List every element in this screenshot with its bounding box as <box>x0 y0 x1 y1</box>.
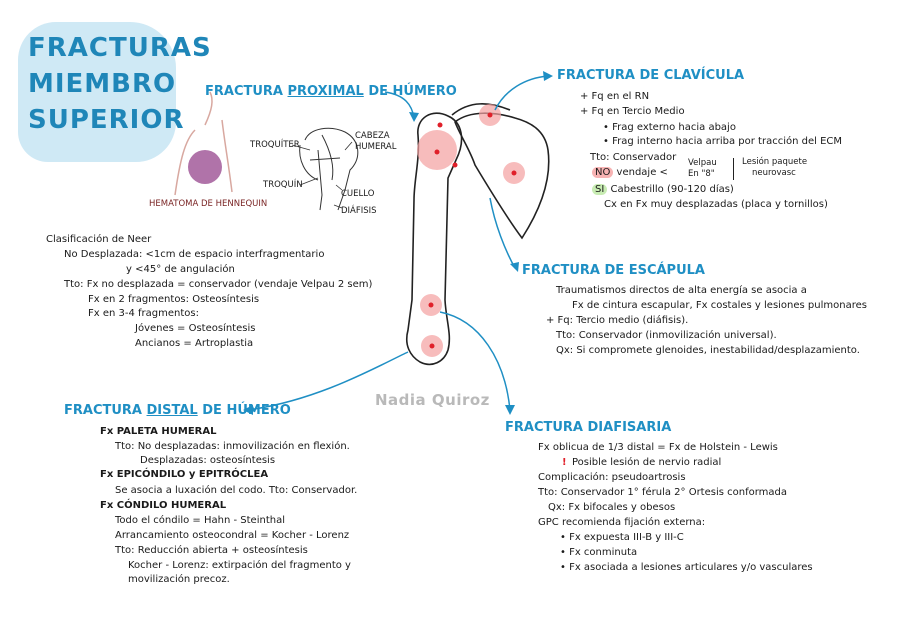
author-watermark: Nadia Quiroz <box>375 391 490 409</box>
distal-line: Desplazadas: osteosíntesis <box>140 453 275 468</box>
hematoma-label: HEMATOMA DE HENNEQUIN <box>149 198 267 210</box>
connector-arrows <box>248 76 548 410</box>
en8-text: En "8" <box>688 168 715 180</box>
clavicula-no-row: NO vendaje < <box>592 165 668 180</box>
label-diafisis: DIÁFISIS <box>341 205 377 217</box>
warning-icon: ! <box>562 455 567 470</box>
paleta-heading: Fx PALETA HUMERAL <box>100 424 216 439</box>
label-troquiter: TROQUÍTER <box>250 139 300 151</box>
lesion-text: neurovasc <box>752 167 796 179</box>
diafisaria-line: Fx oblicua de 1/3 distal = Fx de Holstei… <box>538 440 778 455</box>
escapula-line: + Fq: Tercio medio (diáfisis). <box>546 313 688 328</box>
distal-line: Se asocia a luxación del codo. Tto: Cons… <box>115 483 357 498</box>
arrow-heads <box>243 71 553 415</box>
si-highlight: SI <box>592 184 607 195</box>
vendaje-text: vendaje <box>617 167 657 178</box>
hematoma-spot <box>188 150 222 184</box>
proximal-line: No Desplazada: <1cm de espacio interfrag… <box>64 247 324 262</box>
clavicula-line: • Frag externo hacia abajo <box>603 120 736 135</box>
diafisaria-line: Posible lesión de nervio radial <box>572 455 721 470</box>
distal-line: Kocher - Lorenz: extirpación del fragmen… <box>128 558 351 573</box>
proximal-line: Fx en 2 fragmentos: Osteosíntesis <box>88 292 259 307</box>
proximal-line: Fx en 3-4 fragmentos: <box>88 306 199 321</box>
clavicula-line: + Fq en el RN <box>580 89 649 104</box>
cabestrillo-text: Cabestrillo (90-120 días) <box>610 184 733 195</box>
label-cabeza-2: HUMERAL <box>355 141 396 153</box>
distal-line: Tto: Reducción abierta + osteosíntesis <box>115 543 308 558</box>
escapula-line: Traumatismos directos de alta energía se… <box>556 283 807 298</box>
diafisaria-line: • Fx asociada a lesiones articulares y/o… <box>560 560 813 575</box>
diafisaria-line: Complicación: pseudoartrosis <box>538 470 686 485</box>
fracture-markers <box>417 104 525 357</box>
clavicula-title: FRACTURA DE CLAVÍCULA <box>557 68 744 83</box>
no-highlight: NO <box>592 167 613 178</box>
clavicula-si-row: SI Cabestrillo (90-120 días) <box>592 182 734 197</box>
escapula-title: FRACTURA DE ESCÁPULA <box>522 263 705 278</box>
proximal-line: Jóvenes = Osteosíntesis <box>135 321 255 336</box>
proximal-line: y <45° de angulación <box>126 262 235 277</box>
distal-line: Tto: No desplazadas: inmovilización en f… <box>115 439 350 454</box>
distal-line: movilización precoz. <box>128 572 230 587</box>
diafisaria-title: FRACTURA DIAFISARIA <box>505 420 671 435</box>
diafisaria-line: • Fx conminuta <box>560 545 637 560</box>
distal-line: Todo el cóndilo = Hahn - Steinthal <box>115 513 285 528</box>
diafisaria-line: GPC recomienda fijación externa: <box>538 515 705 530</box>
scapula-bone <box>452 104 549 238</box>
distal-title: FRACTURA DISTAL DE HÚMERO <box>64 403 291 418</box>
label-troquin: TROQUÍN <box>263 179 303 191</box>
epicondilo-heading: Fx EPICÓNDILO y EPITRÓCLEA <box>100 467 268 482</box>
clavicula-line: + Fq en Tercio Medio <box>580 104 685 119</box>
escapula-line: Tto: Conservador (inmovilización univers… <box>556 328 777 343</box>
escapula-line: Qx: Si compromete glenoides, inestabilid… <box>556 343 860 358</box>
clavicula-line: • Frag interno hacia arriba por tracción… <box>603 134 842 149</box>
diafisaria-line: • Fx expuesta III-B y III-C <box>560 530 684 545</box>
clavicula-line: Cx en Fx muy desplazadas (placa y tornil… <box>604 197 828 212</box>
diafisaria-line: Tto: Conservador 1° férula 2° Ortesis co… <box>538 485 787 500</box>
divider <box>733 158 734 180</box>
diafisaria-line: Qx: Fx bifocales y obesos <box>548 500 675 515</box>
proximal-line: Ancianos = Artroplastia <box>135 336 253 351</box>
condilo-heading: Fx CÓNDILO HUMERAL <box>100 498 226 513</box>
clavicula-line: Tto: Conservador <box>590 150 676 165</box>
proximal-line: Tto: Fx no desplazada = conservador (ven… <box>64 277 372 292</box>
distal-line: Arrancamiento osteocondral = Kocher - Lo… <box>115 528 349 543</box>
escapula-line: Fx de cintura escapular, Fx costales y l… <box>572 298 867 313</box>
proximal-title: FRACTURA PROXIMAL DE HÚMERO <box>205 84 457 99</box>
proximal-line: Clasificación de Neer <box>46 232 151 247</box>
label-cuello: CUELLO <box>341 188 374 200</box>
